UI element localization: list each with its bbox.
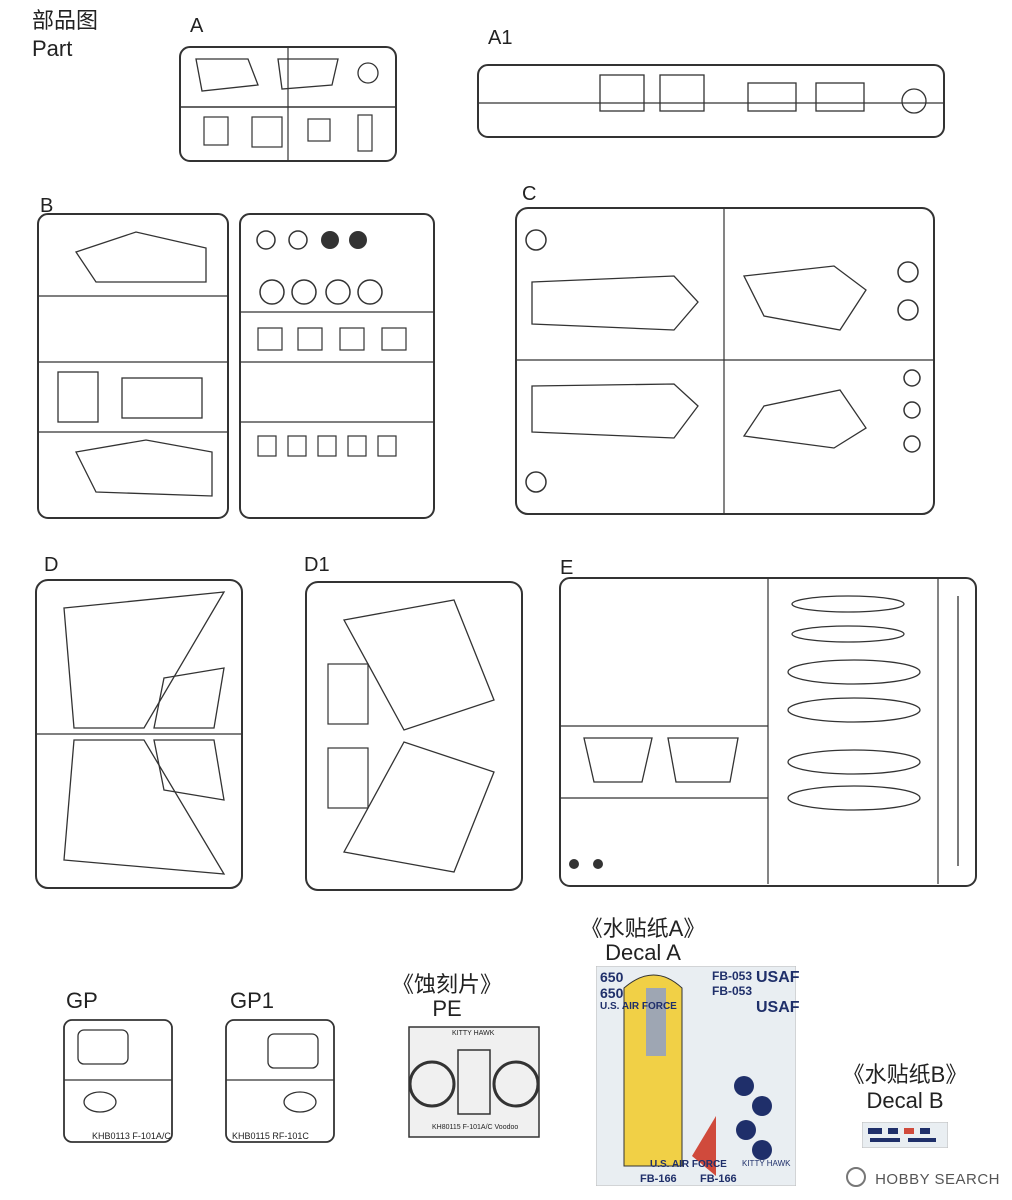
pe-tag: KH80115 F-101A/C Voodoo — [432, 1124, 519, 1131]
pe-brand: KITTY HAWK — [452, 1030, 495, 1037]
decal-a-text-9: FB-166 — [640, 1173, 677, 1185]
sprue-label-c: C — [522, 183, 537, 205]
decal-b-label-cn: 《水贴纸B》 — [842, 1062, 968, 1087]
footer-text: HOBBY SEARCH — [875, 1171, 1000, 1188]
sprue-gp-tag: KHB0113 F-101A/C — [92, 1131, 171, 1141]
decal-a-text-4: FB-053 — [712, 984, 753, 998]
sprue-label-d1: D1 — [304, 554, 330, 576]
decal-a-text-5: USAF — [756, 969, 800, 986]
decal-a-text-2: 650 — [600, 985, 624, 1001]
sprue-a1-frame — [476, 63, 946, 139]
sprue-label-a1: A1 — [488, 27, 513, 49]
decal-a-text-10: FB-166 — [700, 1173, 737, 1185]
sprue-a-frame — [178, 45, 398, 163]
decal-a-text-1: 650 — [600, 969, 624, 985]
pe-fret — [408, 1026, 540, 1138]
sprue-gp1-frame — [224, 1018, 336, 1144]
sprue-label-gp: GP — [66, 988, 98, 1013]
sprue-label-gp1: GP1 — [230, 988, 275, 1013]
sprue-label-b: B — [40, 195, 54, 217]
sprue-label-a: A — [190, 15, 204, 37]
pe-label-en: PE — [432, 996, 462, 1021]
sprue-d1-frame — [304, 580, 524, 892]
page-title-en: Part — [32, 36, 73, 61]
decal-a-text-11: KITTY HAWK — [742, 1159, 791, 1168]
decal-a-text-6: USAF — [756, 999, 800, 1016]
sprue-label-d: D — [44, 554, 59, 576]
sprue-e-frame — [558, 576, 978, 888]
footer-watermark: HOBBY SEARCH — [846, 1167, 1000, 1188]
hobbysearch-logo-icon — [846, 1167, 867, 1187]
decal-b-sheet — [862, 1122, 948, 1148]
sprue-d-frame — [34, 578, 244, 890]
decal-a-label-cn: 《水贴纸A》 — [580, 916, 706, 941]
decal-a-sheet — [596, 966, 796, 1186]
sprue-label-e: E — [560, 557, 574, 579]
decal-b-label-en: Decal B — [866, 1088, 944, 1113]
sprue-gp-frame — [62, 1018, 174, 1144]
pe-label-cn: 《蚀刻片》 — [392, 972, 503, 997]
page-title-cn: 部品图 — [32, 8, 99, 33]
decal-a-text-7: U.S. AIR FORCE — [600, 1001, 677, 1012]
sprue-b-frame — [36, 212, 436, 520]
sprue-c-frame — [514, 206, 936, 516]
sprue-gp1-tag: KHB0115 RF-101C — [232, 1131, 309, 1141]
decal-a-text-3: FB-053 — [712, 969, 753, 983]
decal-a-label-en: Decal A — [605, 940, 681, 965]
decal-a-text-8: U.S. AIR FORCE — [650, 1159, 727, 1170]
